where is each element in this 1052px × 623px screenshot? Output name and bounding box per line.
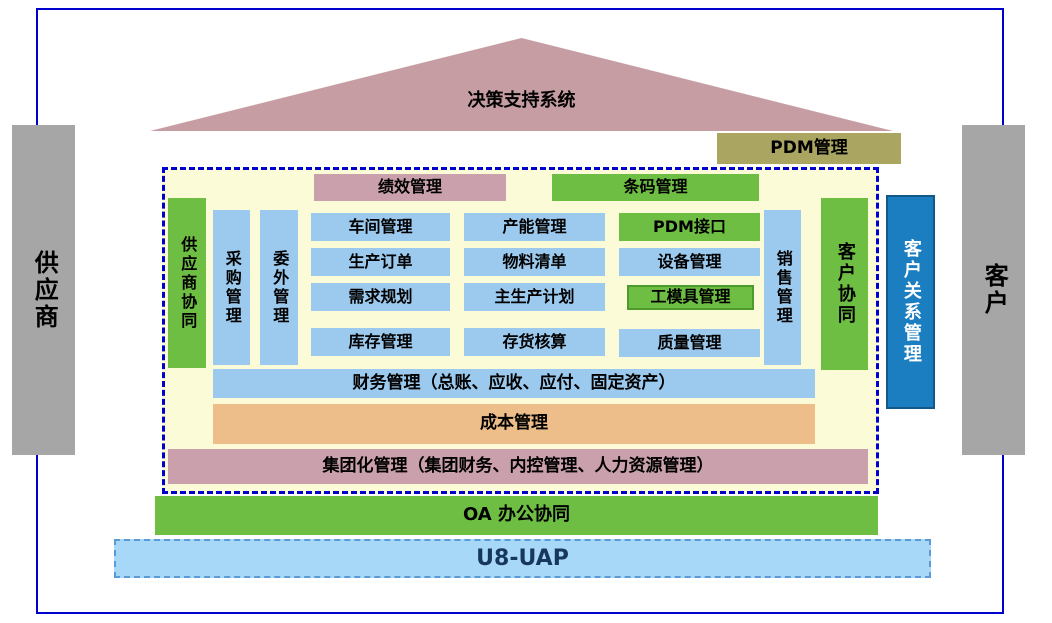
customer-collaboration-box: 客户协同 bbox=[821, 198, 868, 370]
module-cell: 设备管理 bbox=[619, 248, 760, 276]
roof-label: 决策支持系统 bbox=[467, 89, 576, 111]
purchase-management-box: 采购管理 bbox=[213, 210, 250, 365]
module-cell: 产能管理 bbox=[464, 213, 605, 241]
pdm-management-box: PDM管理 bbox=[717, 133, 901, 164]
module-cell: 车间管理 bbox=[311, 213, 450, 241]
module-cell: 存货核算 bbox=[464, 328, 605, 356]
outsource-management-box: 委外管理 bbox=[260, 210, 298, 365]
u8-uap-bar: U8-UAP bbox=[114, 539, 931, 578]
module-cell: 物料清单 bbox=[464, 248, 605, 276]
cost-management-bar: 成本管理 bbox=[213, 404, 815, 444]
finance-management-bar: 财务管理（总账、应收、应付、固定资产） bbox=[213, 369, 815, 398]
group-management-bar: 集团化管理（集团财务、内控管理、人力资源管理） bbox=[168, 449, 868, 484]
module-cell: 工模具管理 bbox=[627, 285, 754, 310]
barcode-management-box: 条码管理 bbox=[552, 174, 759, 201]
module-cell: PDM接口 bbox=[619, 213, 760, 241]
supplier-collaboration-box: 供应商协同 bbox=[168, 198, 206, 368]
module-cell: 主生产计划 bbox=[464, 283, 605, 311]
customer-bar: 客户 bbox=[962, 125, 1025, 455]
module-cell: 质量管理 bbox=[619, 329, 760, 357]
oa-collaboration-bar: OA 办公协同 bbox=[155, 496, 878, 535]
module-cell: 需求规划 bbox=[311, 283, 450, 311]
module-cell: 库存管理 bbox=[311, 328, 450, 356]
sales-management-box: 销售管理 bbox=[764, 210, 801, 365]
crm-bar: 客户关系管理 bbox=[886, 195, 935, 409]
performance-management-box: 绩效管理 bbox=[314, 174, 506, 201]
supplier-bar: 供应商 bbox=[12, 125, 75, 455]
module-cell: 生产订单 bbox=[311, 248, 450, 276]
